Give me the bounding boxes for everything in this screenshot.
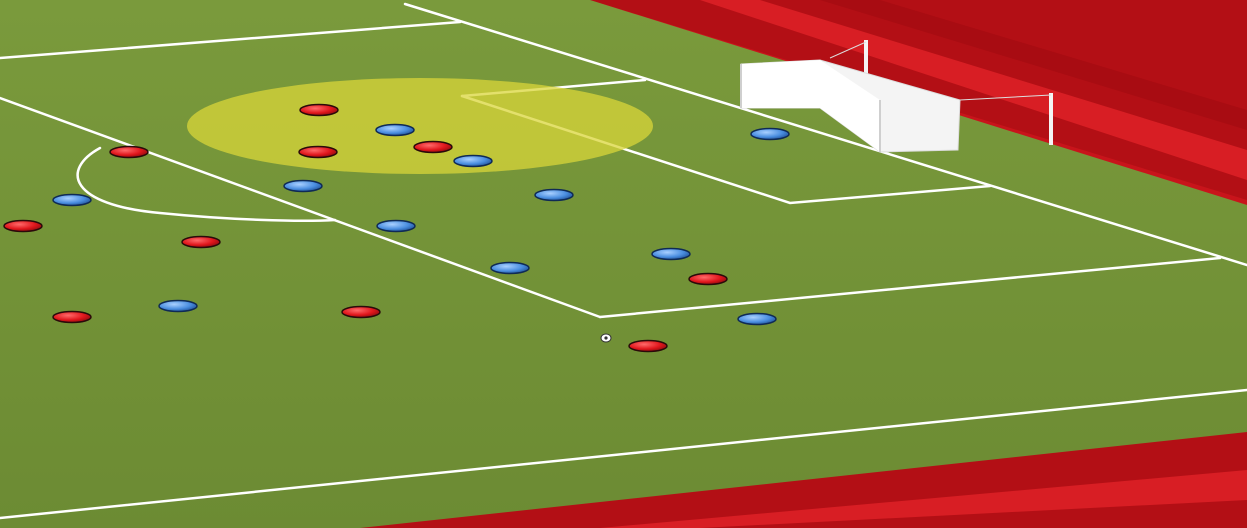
- red-player-marker: [299, 147, 337, 158]
- soccer-ball-icon: [601, 334, 611, 342]
- red-player-marker: [182, 237, 220, 248]
- blue-player-marker: [376, 125, 414, 136]
- red-player-marker: [300, 105, 338, 116]
- blue-player-marker: [652, 249, 690, 260]
- blue-player-marker: [159, 301, 197, 312]
- red-player-marker: [53, 312, 91, 323]
- blue-player-marker: [284, 181, 322, 192]
- red-player-marker: [342, 307, 380, 318]
- blue-player-marker: [535, 190, 573, 201]
- blue-player-marker: [738, 314, 776, 325]
- red-player-marker: [629, 341, 667, 352]
- blue-player-marker: [377, 221, 415, 232]
- blue-player-marker: [53, 195, 91, 206]
- red-player-marker: [110, 147, 148, 158]
- highlight-zone: [187, 78, 653, 174]
- red-player-marker: [689, 274, 727, 285]
- blue-player-marker: [491, 263, 529, 274]
- red-player-marker: [414, 142, 452, 153]
- blue-player-marker: [751, 129, 789, 140]
- red-player-marker: [4, 221, 42, 232]
- blue-player-marker: [454, 156, 492, 167]
